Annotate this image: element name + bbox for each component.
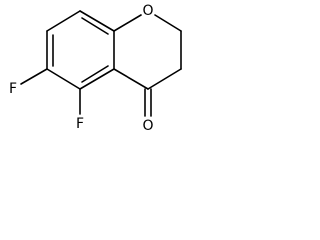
bond-c6-f <box>20 68 48 85</box>
atom-label-fluorine-5: F <box>76 116 84 132</box>
benzene-ring <box>46 10 115 90</box>
double-bond-c8-c8a <box>81 17 109 35</box>
fluoro-substituents <box>20 68 81 115</box>
bond-c3-c4 <box>147 68 182 90</box>
bond-o1-c2 <box>154 14 182 32</box>
pyranone-ring <box>113 14 182 90</box>
bond-c4-c4a <box>113 68 149 90</box>
bond-c4a-c5 <box>79 68 115 90</box>
atom-label-fluorine-6: F <box>9 81 17 97</box>
bond-c8a-o1 <box>113 14 142 32</box>
structure-diagram: O O F F <box>9 3 182 134</box>
double-bond-c4a-c5 <box>81 65 109 83</box>
bond-c5-c6 <box>46 68 81 90</box>
bond-c7-c8 <box>46 10 81 32</box>
atom-label-ring-oxygen: O <box>142 3 153 19</box>
bond-c8-c8a <box>79 10 115 32</box>
carbonyl-group <box>144 88 152 117</box>
atom-label-carbonyl-oxygen: O <box>142 118 153 134</box>
